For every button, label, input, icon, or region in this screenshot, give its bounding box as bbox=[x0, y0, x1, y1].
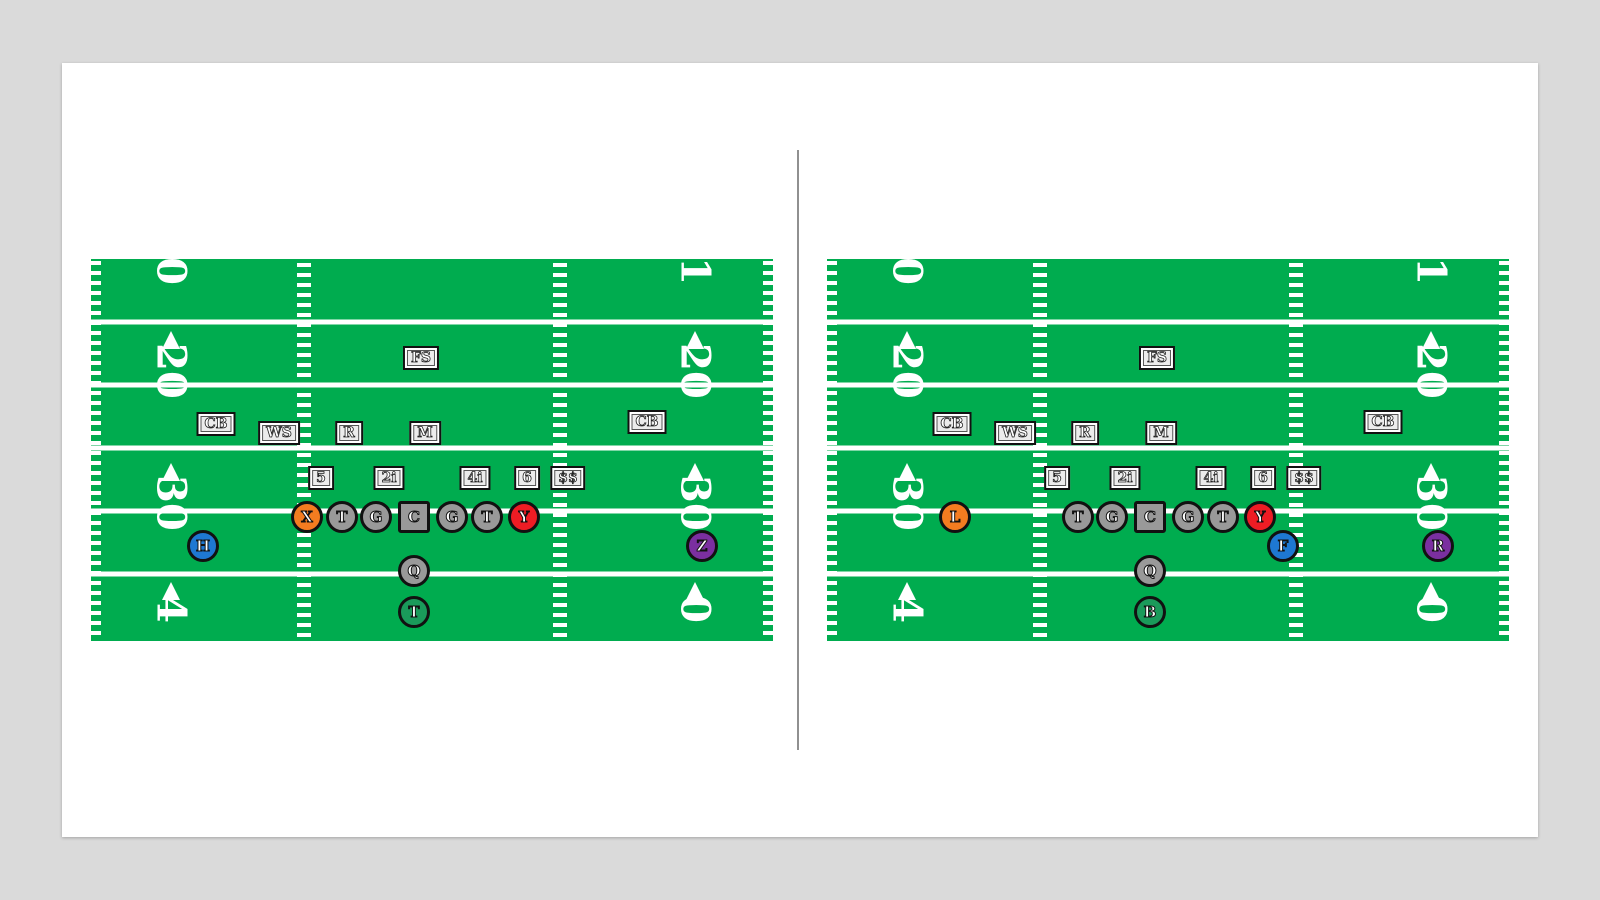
defender-5[interactable]: 5 bbox=[308, 466, 334, 490]
yard-number: 20 bbox=[1408, 343, 1455, 399]
defender-6[interactable]: 6 bbox=[514, 466, 540, 490]
defender-moneymoney[interactable]: $$ bbox=[1286, 466, 1322, 490]
yard-direction-arrow bbox=[162, 331, 180, 349]
defender-4i[interactable]: 4i bbox=[1195, 466, 1227, 490]
yard-direction-arrow bbox=[162, 582, 180, 600]
offense-player-z[interactable]: Z bbox=[686, 530, 718, 562]
yard-direction-arrow bbox=[1422, 331, 1440, 349]
offense-player-g[interactable]: G bbox=[1172, 501, 1204, 533]
yard-number: 30 bbox=[148, 475, 195, 531]
offense-player-l[interactable]: L bbox=[939, 501, 971, 533]
yard-direction-arrow bbox=[898, 331, 916, 349]
offense-player-f[interactable]: F bbox=[1267, 530, 1299, 562]
yard-number: 30 bbox=[884, 475, 931, 531]
offense-player-y[interactable]: Y bbox=[1244, 501, 1276, 533]
offense-player-c[interactable]: C bbox=[398, 501, 430, 533]
defender-ws[interactable]: WS bbox=[258, 421, 300, 445]
yard-direction-arrow bbox=[1422, 463, 1440, 481]
yard-number: 0 bbox=[148, 259, 195, 285]
yard-direction-arrow bbox=[686, 331, 704, 349]
offense-player-t[interactable]: T bbox=[398, 596, 430, 628]
yard-number: 20 bbox=[884, 343, 931, 399]
offense-player-x[interactable]: X bbox=[291, 501, 323, 533]
yard-direction-arrow bbox=[686, 463, 704, 481]
offense-player-h[interactable]: H bbox=[187, 530, 219, 562]
defender-2i[interactable]: 2i bbox=[1109, 466, 1141, 490]
offense-player-g[interactable]: G bbox=[436, 501, 468, 533]
yard-number: 20 bbox=[672, 343, 719, 399]
defender-fs[interactable]: FS bbox=[402, 346, 440, 370]
defender-6[interactable]: 6 bbox=[1250, 466, 1276, 490]
defender-5[interactable]: 5 bbox=[1044, 466, 1070, 490]
offense-player-b[interactable]: B bbox=[1134, 596, 1166, 628]
defender-cb[interactable]: CB bbox=[196, 412, 236, 436]
offense-player-g[interactable]: G bbox=[1096, 501, 1128, 533]
defender-fs[interactable]: FS bbox=[1138, 346, 1176, 370]
offense-player-g[interactable]: G bbox=[360, 501, 392, 533]
defender-4i[interactable]: 4i bbox=[459, 466, 491, 490]
yard-direction-arrow bbox=[1422, 582, 1440, 600]
yard-number: 0 bbox=[884, 259, 931, 285]
defender-ws[interactable]: WS bbox=[994, 421, 1036, 445]
offense-player-t[interactable]: T bbox=[1062, 501, 1094, 533]
offense-player-q[interactable]: Q bbox=[1134, 555, 1166, 587]
defender-m[interactable]: M bbox=[1145, 421, 1177, 445]
yard-number: 1 bbox=[1408, 259, 1455, 285]
defender-m[interactable]: M bbox=[409, 421, 441, 445]
yard-number: 1 bbox=[672, 259, 719, 285]
defender-cb[interactable]: CB bbox=[932, 412, 972, 436]
offense-player-t[interactable]: T bbox=[471, 501, 503, 533]
offense-player-y[interactable]: Y bbox=[508, 501, 540, 533]
defender-r[interactable]: R bbox=[335, 421, 363, 445]
offense-player-t[interactable]: T bbox=[326, 501, 358, 533]
defender-moneymoney[interactable]: $$ bbox=[550, 466, 586, 490]
yard-direction-arrow bbox=[686, 582, 704, 600]
yard-direction-arrow bbox=[898, 582, 916, 600]
yard-direction-arrow bbox=[898, 463, 916, 481]
defender-2i[interactable]: 2i bbox=[373, 466, 405, 490]
offense-player-t[interactable]: T bbox=[1207, 501, 1239, 533]
offense-player-r[interactable]: R bbox=[1422, 530, 1454, 562]
offense-player-c[interactable]: C bbox=[1134, 501, 1166, 533]
yard-number: 30 bbox=[1408, 475, 1455, 531]
yard-direction-arrow bbox=[162, 463, 180, 481]
offense-player-q[interactable]: Q bbox=[398, 555, 430, 587]
defender-r[interactable]: R bbox=[1071, 421, 1099, 445]
defender-cb[interactable]: CB bbox=[1363, 410, 1403, 434]
slide-divider bbox=[797, 150, 799, 750]
yard-number: 20 bbox=[148, 343, 195, 399]
yard-number: 30 bbox=[672, 475, 719, 531]
defender-cb[interactable]: CB bbox=[627, 410, 667, 434]
